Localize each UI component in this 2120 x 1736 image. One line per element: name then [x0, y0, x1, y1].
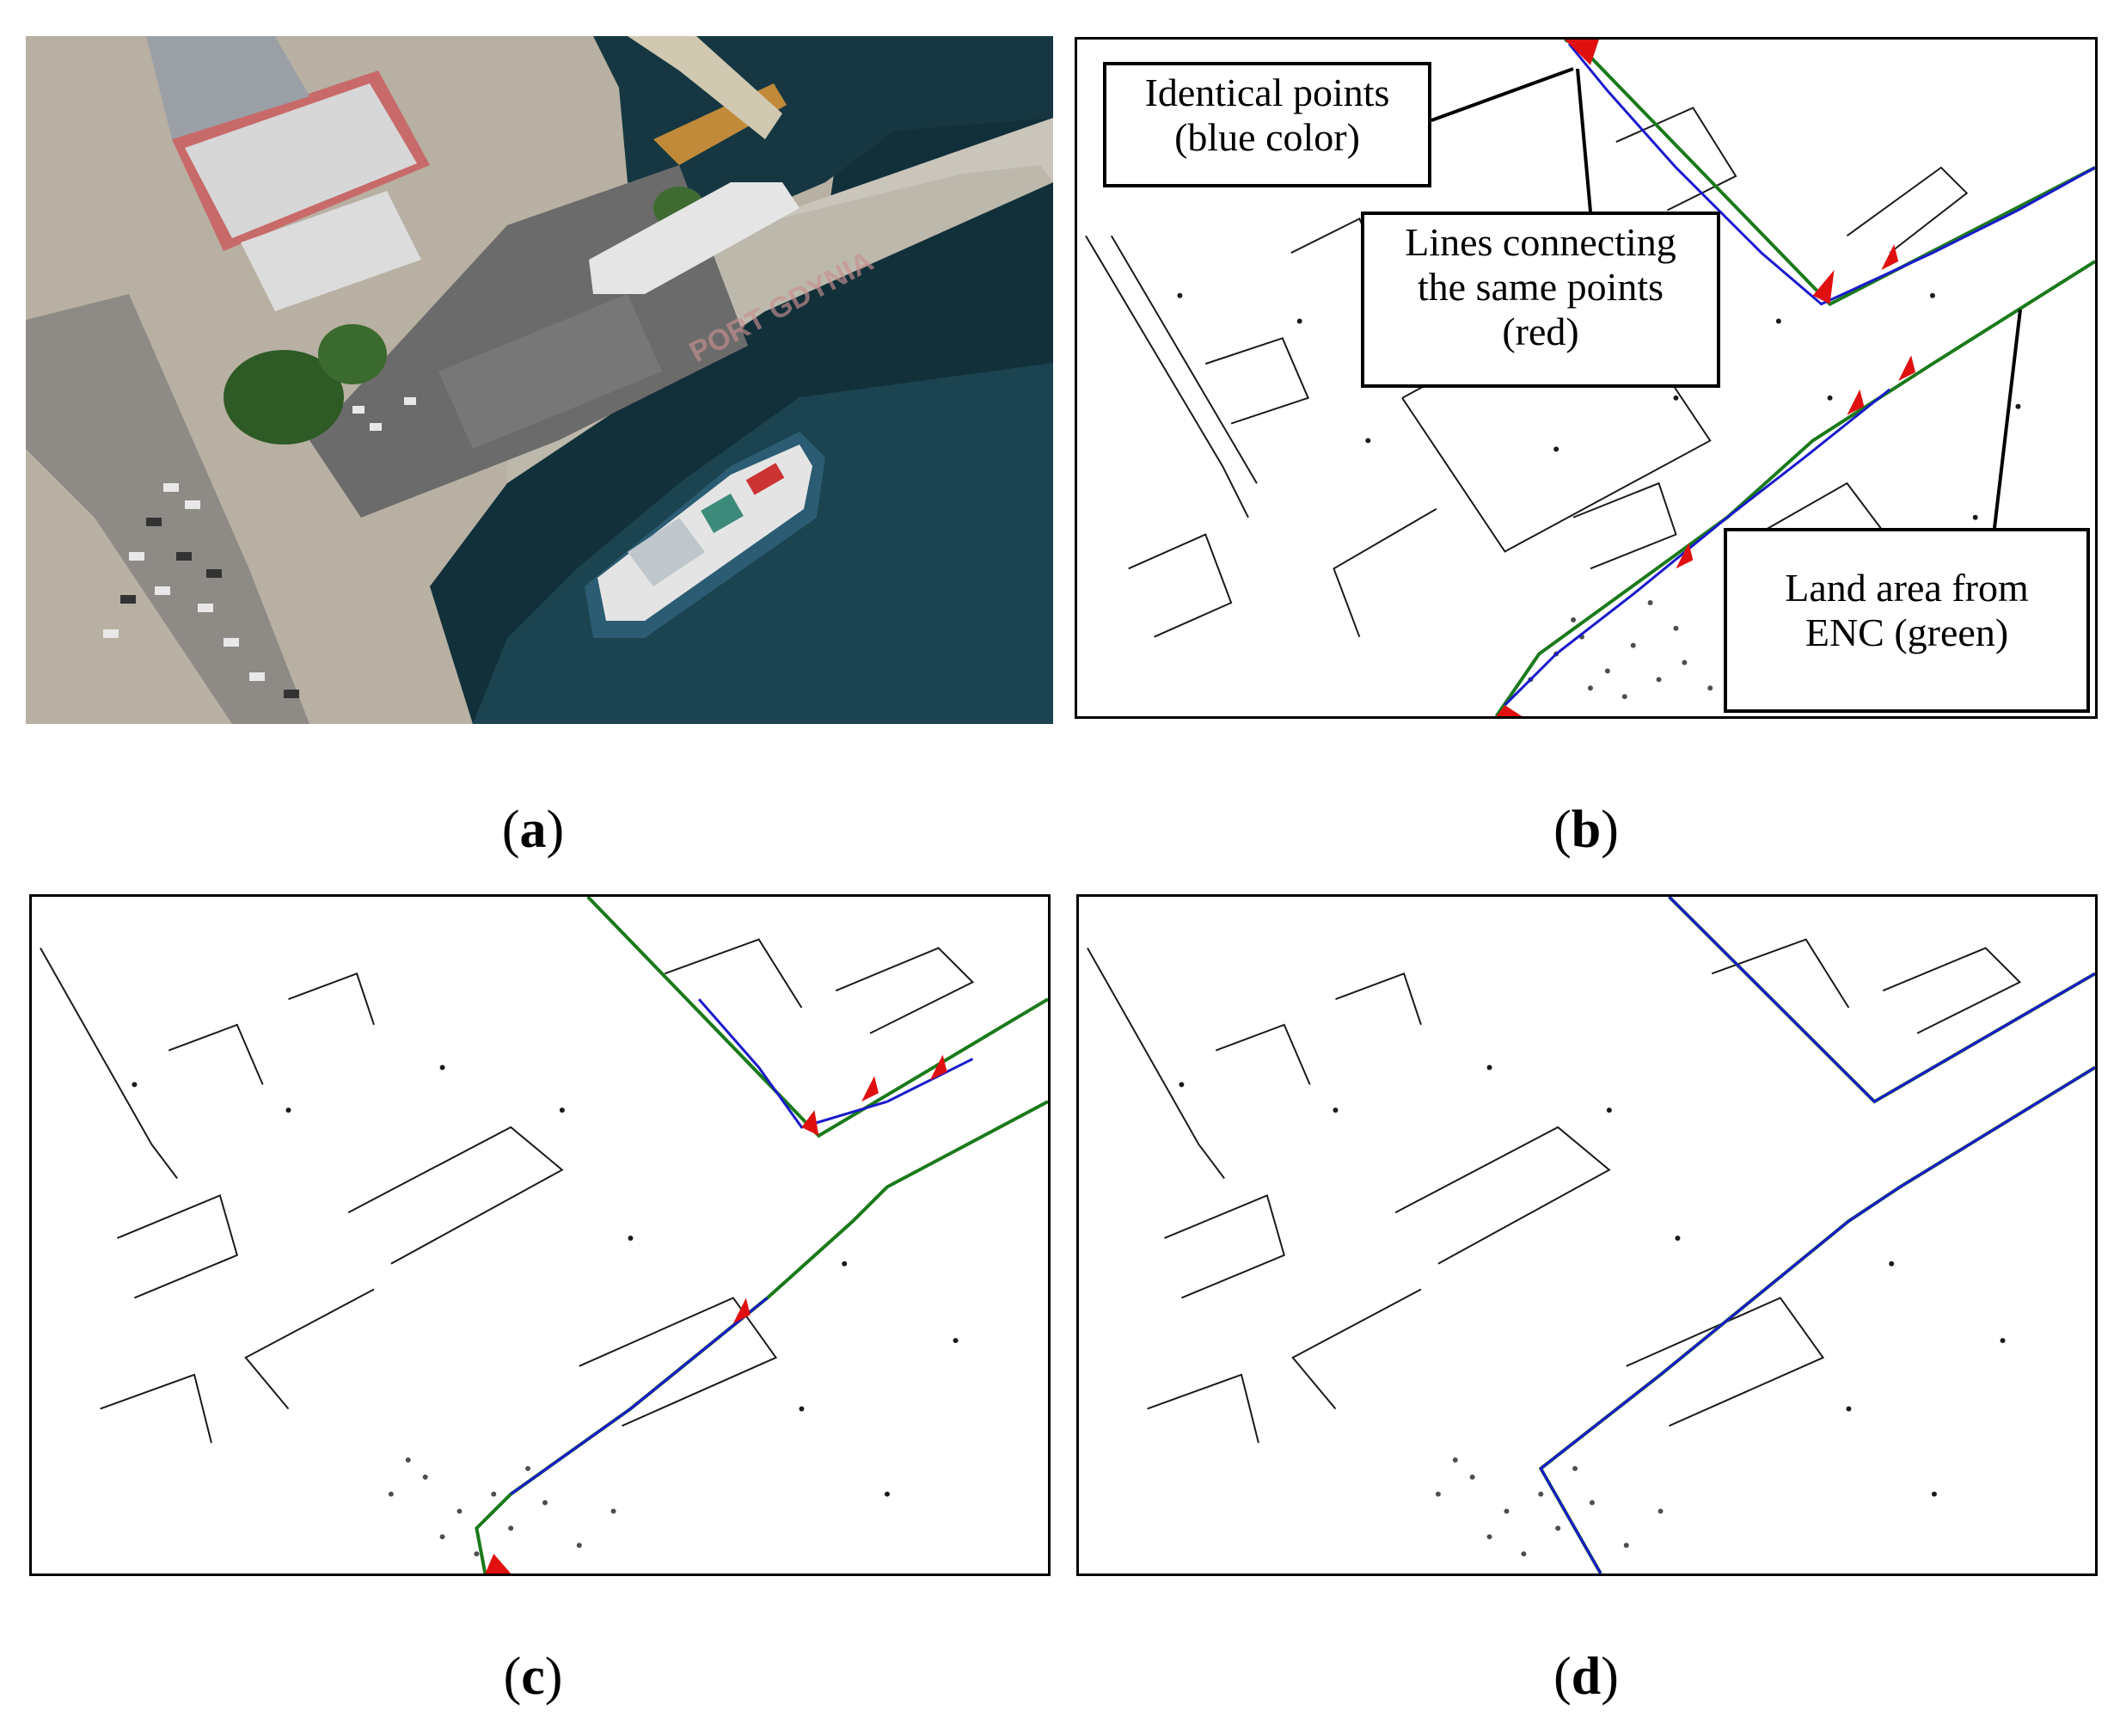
edge-map-c: [40, 897, 1048, 1573]
panel-d-edge-map: [1076, 894, 2098, 1576]
edge-map-d: [1087, 897, 2095, 1573]
callout-land-area: Land area from ENC (green): [1724, 528, 2090, 713]
callout-lines-connecting: Lines connecting the same points (red): [1361, 212, 1720, 388]
callout-land-line2: ENC (green): [1804, 610, 2009, 654]
caption-c: (c): [503, 1647, 563, 1706]
callout-lines-line1: Lines connecting: [1405, 220, 1676, 264]
caption-a: (a): [501, 801, 565, 859]
callout-identical-line2: (blue color): [1174, 115, 1360, 159]
callout-lines-line3: (red): [1502, 310, 1579, 353]
callout-lines-line2: the same points: [1417, 265, 1664, 309]
callout-identical-line1: Identical points: [1144, 71, 1390, 114]
caption-d: (d): [1553, 1647, 1619, 1706]
callout-land-line1: Land area from: [1785, 566, 2029, 610]
aerial-photo: PORT GDYNIA: [26, 36, 1053, 724]
panel-c-edge-map: [29, 894, 1051, 1576]
caption-b: (b): [1553, 801, 1619, 859]
panel-a-aerial-photo: PORT GDYNIA: [26, 36, 1053, 724]
callout-identical-points: Identical points (blue color): [1103, 62, 1431, 187]
